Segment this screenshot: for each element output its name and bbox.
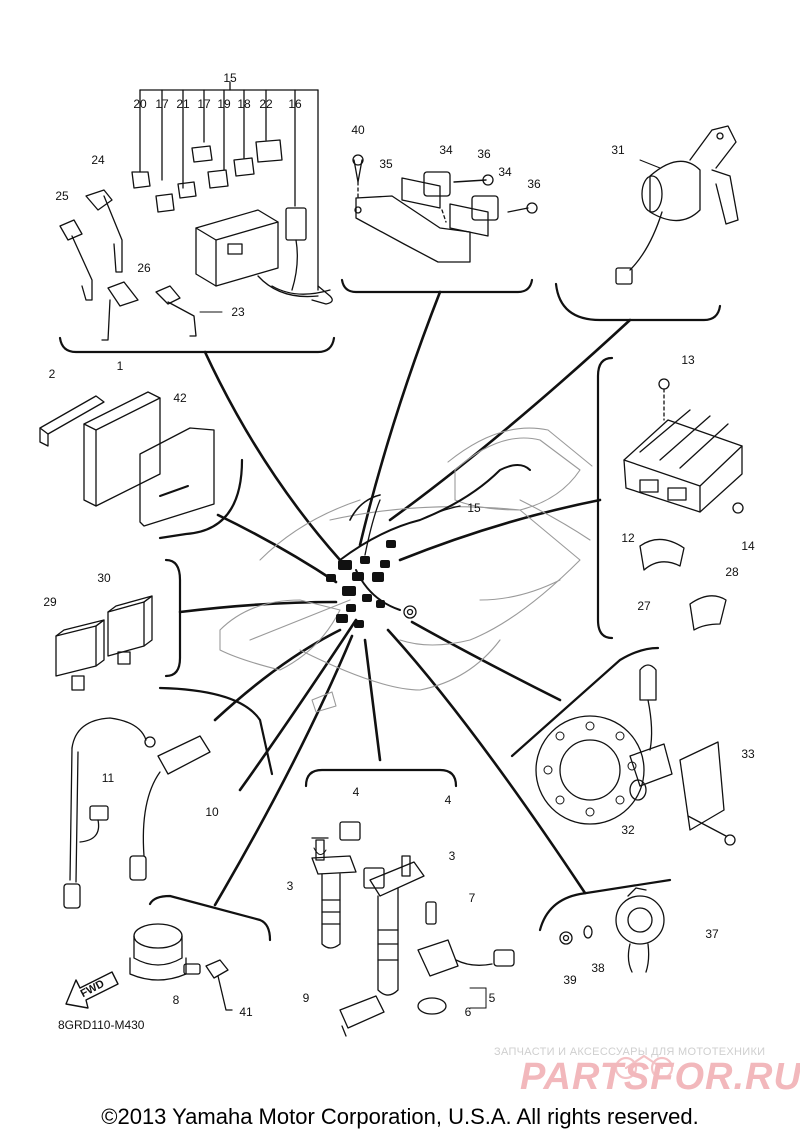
callout-20: 20 [133,97,147,111]
callout-14: 14 [741,539,755,553]
callout-26: 26 [137,261,151,275]
watermark-moto-icon [614,1054,674,1080]
callout-39: 39 [563,973,577,987]
callout-8: 8 [172,993,180,1007]
callout-1: 1 [116,359,124,373]
callout-3a: 3 [286,879,294,893]
callout-2: 2 [48,367,56,381]
callout-17b: 17 [197,97,211,111]
callout-31: 31 [611,143,625,157]
callout-23: 23 [231,305,245,319]
callout-34a: 34 [439,143,453,157]
callout-34b: 34 [498,165,512,179]
callout-32: 32 [621,823,635,837]
watermark-logo: PARTSFOR.RU [520,1056,800,1098]
callout-38: 38 [591,961,605,975]
rectifier-group [623,378,744,631]
callout-33: 33 [741,747,755,761]
callout-42: 42 [173,391,187,405]
callout-15-mid: 15 [467,501,481,515]
fwd-arrow-icon [65,971,119,1009]
callout-21: 21 [176,97,190,111]
callout-25: 25 [55,189,69,203]
callout-17a: 17 [155,97,169,111]
callout-5: 5 [488,991,496,1005]
frame-outline [219,427,593,713]
callout-12: 12 [621,531,635,545]
callout-6: 6 [464,1005,472,1019]
callout-18: 18 [237,97,251,111]
pickup-coil-group [535,664,736,846]
relay-pair-group [55,595,153,691]
pressure-switch-group [129,923,233,1011]
ignition-coil-group [311,821,515,1037]
wiring-harness [326,464,531,628]
callout-19: 19 [217,97,231,111]
group-brackets [58,278,722,942]
callout-4a: 4 [352,785,360,799]
ecu-group [39,391,215,527]
drawing-code: 8GRD110-M430 [58,1018,145,1032]
fuse-box-group [59,81,333,341]
callout-13: 13 [681,353,695,367]
callout-24: 24 [91,153,105,167]
callout-4b: 4 [444,793,452,807]
watermark-caption: ЗАПЧАСТИ И АКСЕССУАРЫ ДЛЯ МОТОТЕХНИКИ [494,1046,766,1058]
callout-3b: 3 [448,849,456,863]
relay-bracket-group [352,154,538,263]
callout-30: 30 [97,571,111,585]
cable-sensor-group [63,717,211,909]
callout-37: 37 [705,927,719,941]
callout-7: 7 [468,891,476,905]
callout-40: 40 [351,123,365,137]
callout-35: 35 [379,157,393,171]
callout-36b: 36 [527,177,541,191]
copyright-notice: ©2013 Yamaha Motor Corporation, U.S.A. A… [101,1104,699,1129]
callout-22: 22 [259,97,273,111]
main-switch-group [615,125,739,285]
callout-29: 29 [43,595,57,609]
leader-lines [178,290,632,907]
callout-16: 16 [288,97,302,111]
horn-group [559,887,665,973]
callout-28: 28 [725,565,739,579]
callout-9: 9 [302,991,310,1005]
callout-10: 10 [205,805,219,819]
callout-15-top: 15 [223,71,237,85]
callout-27: 27 [637,599,651,613]
callout-41: 41 [239,1005,253,1019]
callout-36a: 36 [477,147,491,161]
callout-11: 11 [101,771,115,785]
